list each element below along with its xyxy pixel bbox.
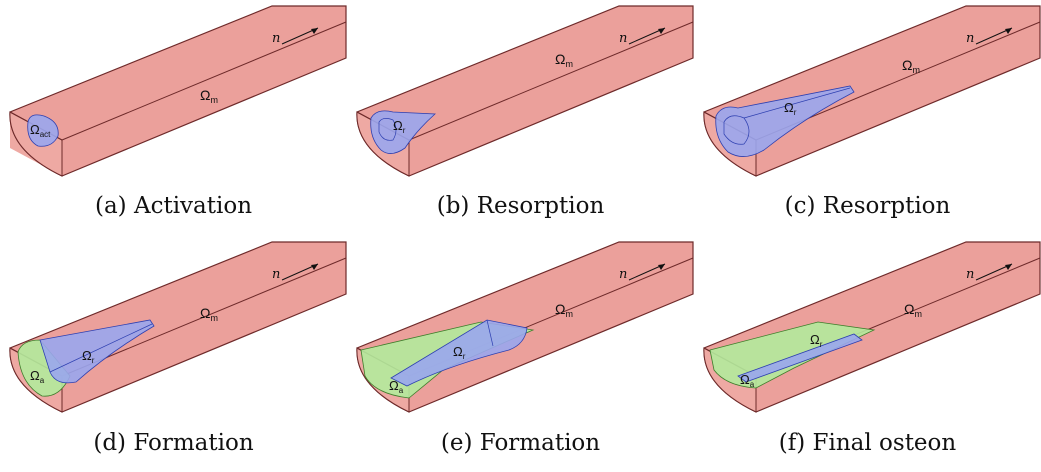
omega-a-label: Ωa xyxy=(30,368,45,385)
direction-label: n xyxy=(272,267,280,282)
direction-arrow xyxy=(281,27,319,45)
caption-c: (c) Resorption xyxy=(784,193,951,219)
direction-arrow xyxy=(628,27,666,45)
direction-arrow xyxy=(281,263,319,281)
direction-label: n xyxy=(966,267,974,282)
direction-arrow xyxy=(975,263,1013,281)
direction-label: n xyxy=(966,31,974,46)
caption-b: (b) Resorption xyxy=(436,193,605,219)
omega-m-label: Ωm xyxy=(555,51,573,69)
caption-d: (d) Formation xyxy=(93,430,254,456)
panel-a: n Ωm Ωact (a) Activation xyxy=(0,0,347,236)
panel-d-scene: n Ωm Ωr Ωa xyxy=(9,241,347,413)
omega-a-label: Ωa xyxy=(389,378,404,395)
activation-region xyxy=(27,114,59,147)
direction-label: n xyxy=(272,31,280,46)
omega-r-label: Ωr xyxy=(810,332,823,349)
panel-c: n Ωm Ωr (c) Resorption xyxy=(694,0,1041,236)
resorption-cavity xyxy=(370,110,436,154)
resorption-canal xyxy=(737,333,863,383)
direction-label: n xyxy=(619,267,627,282)
formation-region xyxy=(17,339,71,397)
direction-label: n xyxy=(619,31,627,46)
panel-f-scene: n Ωm Ωr Ωa xyxy=(703,241,1041,413)
panel-b: n Ωm Ωr (b) Resorption xyxy=(347,0,694,236)
caption-e: (e) Formation xyxy=(440,430,601,456)
omega-m-label: Ωm xyxy=(902,57,920,75)
omega-r-label: Ωr xyxy=(453,344,466,361)
resorption-cavity xyxy=(715,85,855,157)
panel-f: n Ωm Ωr Ωa (f) Final osteon xyxy=(694,236,1041,472)
panel-c-scene: n Ωm Ωr xyxy=(703,5,1041,177)
omega-m-label: Ωm xyxy=(200,305,218,323)
omega-a-label: Ωa xyxy=(740,372,755,389)
panel-b-scene: n Ωm Ωr xyxy=(356,5,694,177)
panel-e: n Ωm Ωr Ωa (e) Formation xyxy=(347,236,694,472)
omega-m-label: Ωm xyxy=(555,301,573,319)
bone-matrix-block xyxy=(9,5,347,177)
omega-m-label: Ωm xyxy=(904,301,922,319)
direction-arrow xyxy=(628,263,666,281)
panel-d: n Ωm Ωr Ωa (d) Formation xyxy=(0,236,347,472)
caption-f: (f) Final osteon xyxy=(778,430,957,456)
resorption-cavity xyxy=(39,319,155,384)
omega-act-label: Ωact xyxy=(30,122,51,139)
omega-r-label: Ωr xyxy=(784,100,797,117)
caption-a: (a) Activation xyxy=(94,193,253,219)
bone-matrix-block xyxy=(356,5,694,177)
direction-arrow xyxy=(975,27,1013,45)
panel-e-scene: n Ωm Ωr Ωa xyxy=(356,241,694,413)
resorption-cavity xyxy=(390,319,528,387)
omega-r-label: Ωr xyxy=(393,118,406,135)
panel-a-scene: n Ωm Ωact xyxy=(9,5,347,177)
omega-r-label: Ωr xyxy=(82,348,95,365)
omega-m-label: Ωm xyxy=(200,87,218,105)
